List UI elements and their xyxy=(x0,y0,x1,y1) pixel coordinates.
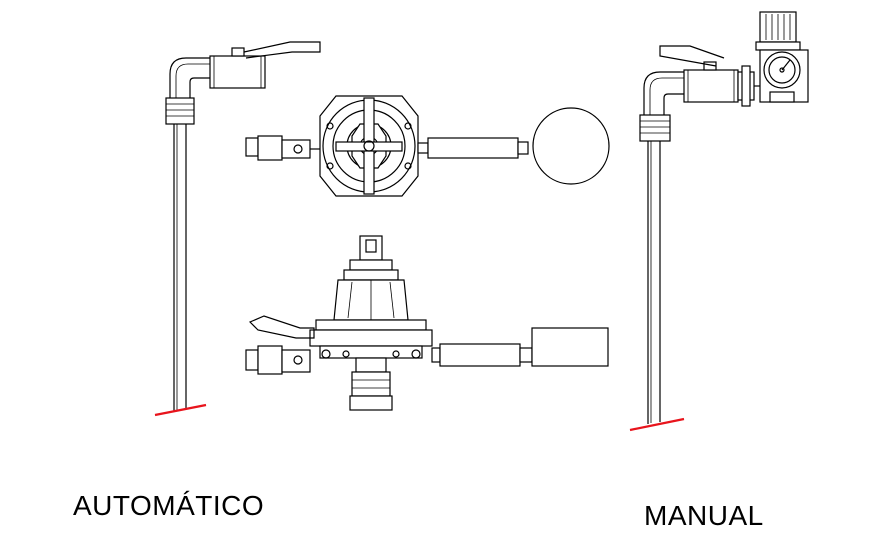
automatic-pipe-assembly xyxy=(154,41,321,417)
ground-mark-left xyxy=(154,403,207,417)
regulator-side-view xyxy=(245,235,609,411)
manual-pipe-assembly xyxy=(629,11,809,432)
regulator-top-view xyxy=(245,95,610,197)
manual-label: MANUAL xyxy=(644,500,764,531)
automatic-label: AUTOMÁTICO xyxy=(73,490,265,521)
ground-mark-right xyxy=(629,417,685,432)
